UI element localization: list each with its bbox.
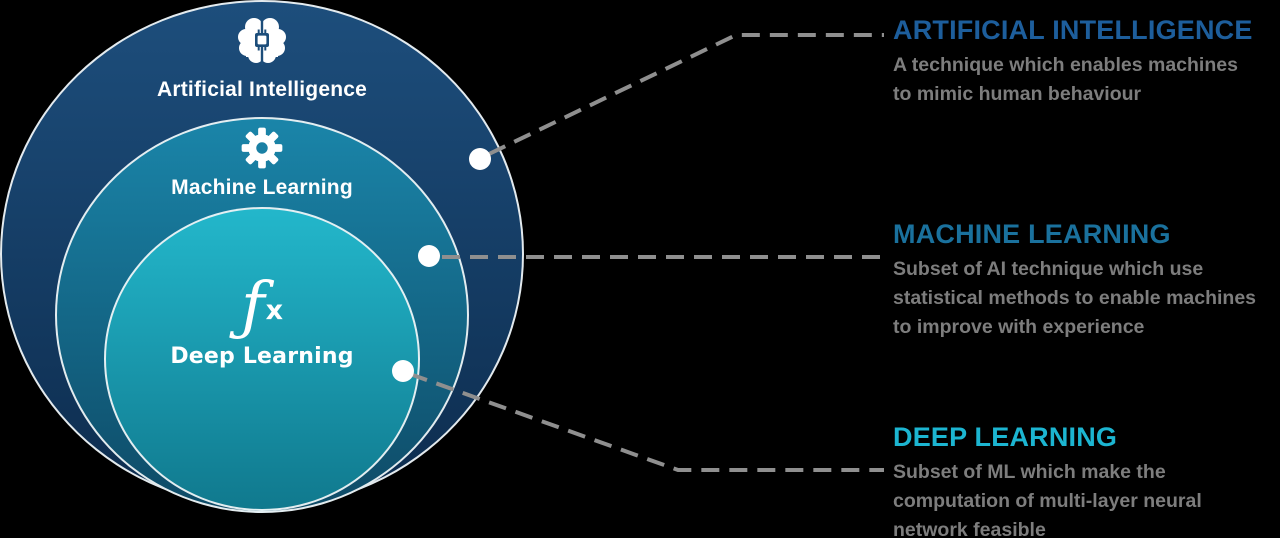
ml-desc-line: statistical methods to enable machines: [893, 287, 1257, 309]
dl-connector-dot: [392, 360, 414, 382]
ml-desc-line: to improve with experience: [893, 316, 1145, 338]
deep-learning-label: Deep Learning: [170, 344, 354, 369]
ai-desc-line: to mimic human behaviour: [893, 83, 1142, 105]
gear-icon: [0, 126, 524, 175]
fx-icon: ƒ x: [0, 258, 524, 338]
ai-connector-line: [488, 33, 884, 156]
deep-learning-heading: DEEP LEARNING: [893, 422, 1118, 452]
dl-desc-line: computation of multi-layer neural: [893, 490, 1202, 512]
artificial-intelligence-panel: ARTIFICIAL INTELLIGENCE A technique whic…: [893, 14, 1278, 109]
ai-connector-dot: [469, 148, 491, 170]
ml-connector-dot: [418, 245, 440, 267]
deep-learning-circle: [104, 207, 420, 511]
deep-learning-panel: DEEP LEARNING Subset of ML which make th…: [893, 421, 1278, 538]
dl-desc-line: network feasible: [893, 519, 1046, 538]
machine-learning-label: Machine Learning: [171, 176, 353, 199]
dl-desc-line: Subset of ML which make the: [893, 461, 1166, 483]
ai-desc-line: A technique which enables machines: [893, 54, 1238, 76]
fx-x-glyph: x: [265, 295, 284, 326]
fx-f-glyph: ƒ: [240, 269, 265, 343]
artificial-intelligence-label: Artificial Intelligence: [157, 78, 367, 101]
ml-desc-line: Subset of AI technique which use: [893, 258, 1204, 280]
artificial-intelligence-heading: ARTIFICIAL INTELLIGENCE: [893, 15, 1253, 45]
machine-learning-heading: MACHINE LEARNING: [893, 219, 1171, 249]
machine-learning-panel: MACHINE LEARNING Subset of AI technique …: [893, 218, 1278, 342]
brain-chip-icon: [0, 16, 524, 71]
